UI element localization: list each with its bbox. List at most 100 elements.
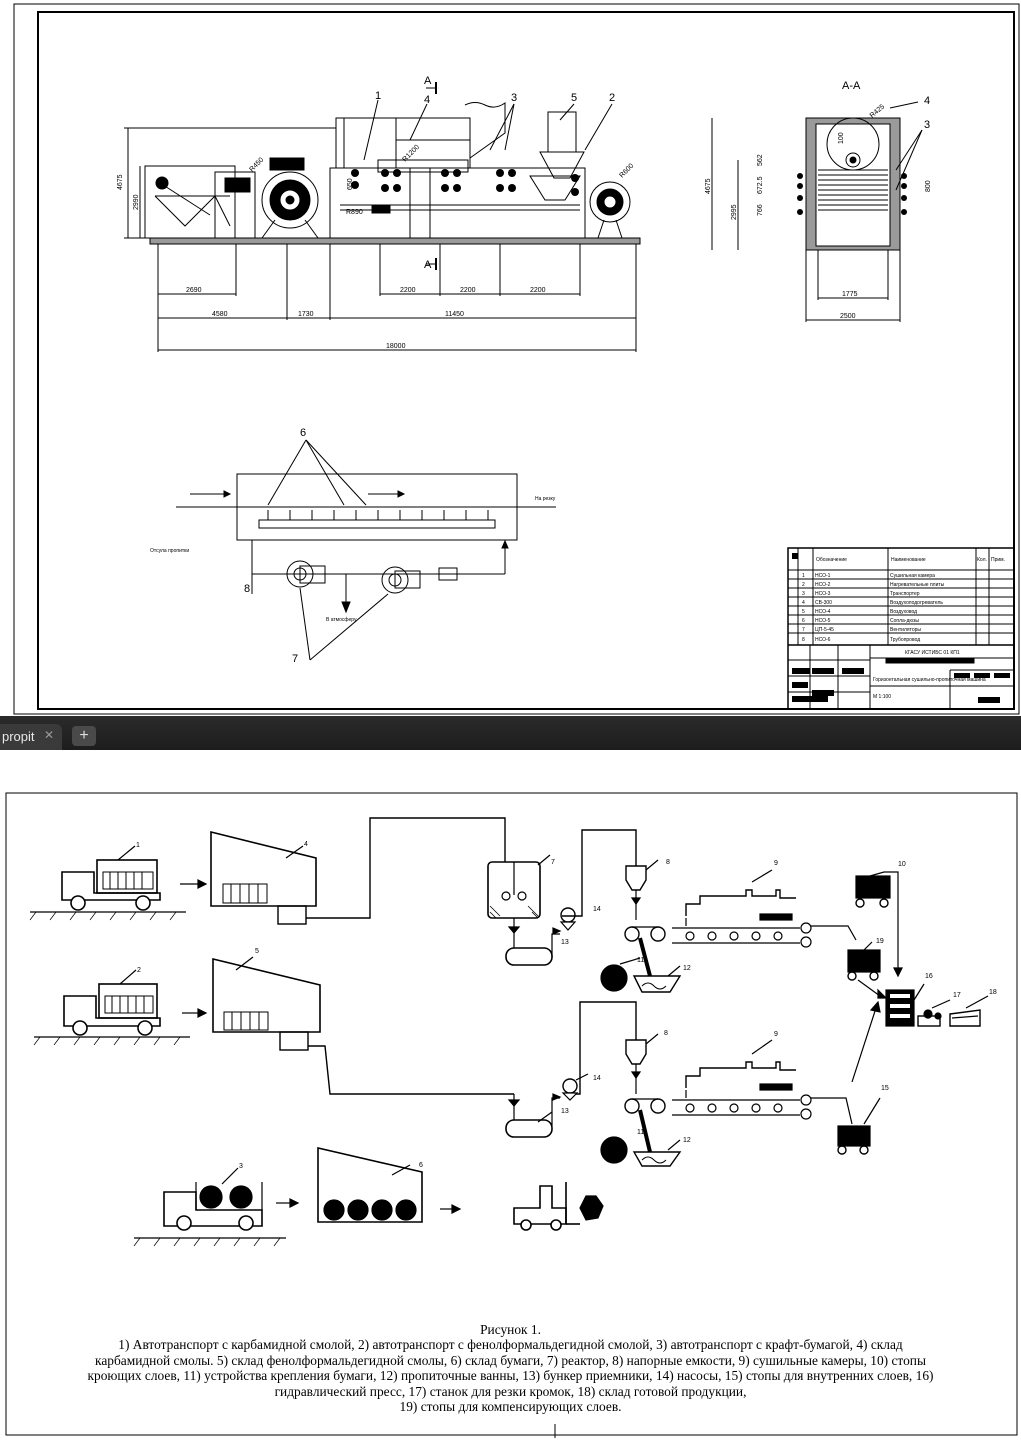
spec-row-name: Нагревательные плиты — [890, 582, 945, 588]
forklift — [513, 1182, 604, 1231]
caption-line: карбамидной смолы. 5) склад фенолформаль… — [95, 1352, 926, 1368]
flow-label-10: 10 — [898, 861, 906, 868]
finished-storage-18 — [949, 995, 989, 1027]
flow-label-9-top: 9 — [774, 860, 778, 867]
mark-650: 650 — [347, 178, 354, 190]
schematic-label-6: 6 — [300, 427, 306, 439]
flow-label-13-top: 13 — [561, 939, 569, 946]
schematic-atm-label: В атмосферу — [326, 617, 357, 623]
flow-label-9-bottom: 9 — [774, 1031, 778, 1038]
dim-4580: 4580 — [212, 311, 228, 318]
flow-label-1: 1 — [136, 842, 140, 849]
part-label-3: 3 — [511, 92, 517, 104]
dim-height-total: 4675 — [117, 174, 124, 190]
section-radius: R425 — [869, 103, 886, 119]
flow-arrows — [180, 879, 462, 1214]
spec-row-code: НСО-1 — [815, 573, 831, 579]
reactor-7 — [487, 854, 553, 966]
spec-row-number: 2 — [802, 582, 805, 588]
part-label-4: 4 — [424, 94, 430, 106]
spec-row-code: ЦП-5-45 — [815, 627, 834, 633]
spec-row-code: НСО-6 — [815, 637, 831, 643]
flow-label-19: 19 — [876, 938, 884, 945]
tab-propit[interactable]: propit ✕ — [0, 724, 62, 750]
spec-header-note: Прим. — [991, 557, 1005, 563]
edge-cutter-17 — [917, 999, 951, 1027]
flow-label-8-bottom: 8 — [664, 1030, 668, 1037]
dim-2200-b: 2200 — [460, 287, 476, 294]
flow-label-11-top: 11 — [637, 957, 644, 964]
dim-18000: 18000 — [386, 343, 406, 350]
flow-label-3: 3 — [239, 1163, 243, 1170]
impregnation-unit-top — [600, 926, 682, 993]
pump-14-bottom — [551, 1073, 589, 1126]
section-dim-562: 562 — [757, 154, 764, 166]
section-mark-100: 100 — [838, 132, 845, 144]
spec-row-code: СВ-300 — [815, 600, 832, 606]
flow-label-17: 17 — [953, 992, 961, 999]
section-view — [711, 101, 923, 322]
caption-title: Рисунок 1. — [480, 1322, 541, 1337]
airflow-schematic — [176, 439, 556, 661]
spec-header-name: Наименование — [891, 557, 926, 563]
caption-line: кроющих слоев, 11) устройства крепления … — [87, 1368, 934, 1384]
schematic-label-8: 8 — [244, 583, 250, 595]
spec-row-name: Вентиляторы — [890, 627, 921, 633]
part-label-1: 1 — [375, 90, 381, 102]
section-dim-height: 4675 — [705, 178, 712, 194]
flow-label-13-bottom: 13 — [561, 1108, 569, 1115]
press-16 — [885, 983, 925, 1027]
truck-phenol-resin — [33, 969, 190, 1046]
flow-label-15: 15 — [881, 1085, 889, 1092]
engineering-drawing-sheet: 4675 2990 2690 4580 1730 11450 2200 2200… — [0, 0, 1021, 716]
spec-row-number: 8 — [802, 637, 805, 643]
close-icon[interactable]: ✕ — [44, 728, 55, 742]
flow-label-8-top: 8 — [666, 859, 670, 866]
process-flow-sheet: 1 2 3 4 5 6 7 8 8 9 9 10 11 11 12 12 13 … — [0, 750, 1021, 1438]
radius-r890: R890 — [346, 209, 363, 216]
drying-chamber-9-top — [672, 869, 857, 948]
spec-row-name: Сушильная камера — [890, 573, 935, 579]
flow-label-14-bottom: 14 — [593, 1075, 601, 1082]
impregnation-unit-bottom — [600, 1098, 682, 1167]
spec-row-name: Трубопровод — [890, 637, 920, 643]
dim-11450: 11450 — [445, 311, 464, 318]
spec-header-qty: Кол. — [977, 557, 987, 563]
flow-label-12-bottom: 12 — [683, 1137, 691, 1144]
bunker-13-bottom — [505, 1094, 553, 1138]
spec-row-number: 6 — [802, 618, 805, 624]
spec-row-name: Воздухоподогреватель — [890, 600, 943, 606]
part-label-2: 2 — [609, 92, 615, 104]
drying-chamber-9-bottom — [672, 1000, 881, 1125]
spec-table — [787, 547, 1015, 710]
spec-row-code: НСО-5 — [815, 618, 831, 624]
bunker-13-top — [510, 944, 550, 964]
section-part-label-4: 4 — [924, 95, 930, 107]
cart-15 — [837, 1097, 881, 1155]
spec-row-name: Сопла-дюзы — [890, 618, 919, 624]
section-dim-672: 672.5 — [757, 176, 764, 194]
schematic-label-7: 7 — [292, 653, 298, 665]
spec-row-number: 1 — [802, 573, 805, 579]
truck-kraft-paper — [133, 1167, 286, 1247]
flow-label-7: 7 — [551, 859, 555, 866]
flow-label-18: 18 — [989, 989, 997, 996]
dim-1730: 1730 — [298, 311, 314, 318]
flow-label-12-top: 12 — [683, 965, 691, 972]
tab-bar: propit ✕ + — [0, 716, 1021, 750]
dim-height-frame: 2990 — [133, 194, 140, 210]
radius-r600: R600 — [618, 163, 635, 180]
radius-r450: R450 — [248, 157, 265, 174]
resin-storage-4 — [210, 830, 317, 925]
stamp-scale: М 1:100 — [873, 694, 891, 700]
part-label-5: 5 — [571, 92, 577, 104]
head-tank-8-top — [625, 859, 659, 920]
new-tab-button[interactable]: + — [72, 726, 96, 746]
head-tank-8-bottom — [625, 1033, 659, 1094]
cart-19 — [847, 941, 888, 999]
flow-label-4: 4 — [304, 841, 308, 848]
dim-2690: 2690 — [186, 287, 202, 294]
spec-row-number: 4 — [802, 600, 805, 606]
flow-label-6: 6 — [419, 1162, 423, 1169]
flow-label-2: 2 — [137, 967, 141, 974]
